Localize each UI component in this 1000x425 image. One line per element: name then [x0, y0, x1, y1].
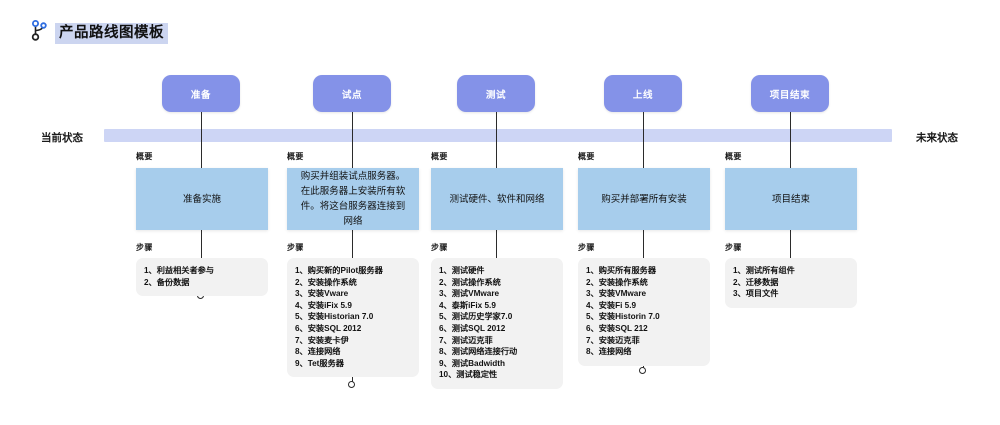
phase-card-5: 概要 项目结束 步骤 1、测试所有组件 2、迁移数据 3、项目文件	[725, 151, 857, 308]
list-item: 1、利益相关者参与	[144, 266, 215, 275]
list-item: 4、安装iFix 5.9	[295, 300, 352, 310]
list-item: 8、连接网络	[295, 347, 341, 357]
branch-icon	[27, 17, 53, 43]
list-item: 2、安装操作系统	[295, 277, 357, 287]
list-item: 1、购买新的Pilot服务器	[295, 266, 383, 275]
page-title-bar: 产品路线图模板	[27, 20, 168, 44]
phase-pill-4[interactable]: 上线	[604, 75, 682, 112]
list-item: 6、安装SQL 212	[586, 323, 648, 333]
list-item: 5、安装Historin 7.0	[586, 312, 660, 322]
steps-heading-3: 步骤	[431, 243, 448, 252]
phase-card-4: 概要 购买并部署所有安装 步骤 1、购买所有服务器 2、安装操作系统 3、安装V…	[578, 151, 710, 366]
steps-list-4: 1、购买所有服务器 2、安装操作系统 3、安装VMware 4、安装Fi 5.9…	[586, 265, 702, 358]
phase-stem-2	[351, 112, 354, 384]
list-item: 2、迁移数据	[733, 277, 779, 287]
list-item: 6、测试SQL 2012	[439, 323, 506, 333]
steps-box-5: 1、测试所有组件 2、迁移数据 3、项目文件	[725, 258, 857, 308]
list-item: 7、安装迈克菲	[586, 335, 640, 345]
list-item: 3、测试VMware	[439, 289, 500, 299]
phase-stem-4	[642, 112, 645, 370]
list-item: 10、测试稳定性	[439, 370, 498, 380]
steps-list-5: 1、测试所有组件 2、迁移数据 3、项目文件	[733, 265, 849, 300]
summary-box-5: 项目结束	[725, 168, 857, 230]
list-item: 8、测试网络连接行动	[439, 347, 518, 357]
steps-list-2: 1、购买新的Pilot服务器 2、安装操作系统 3、安装Vware 4、安装iF…	[295, 265, 411, 369]
timeline-bar	[104, 129, 892, 142]
list-item: 2、备份数据	[144, 277, 190, 287]
steps-heading-2: 步骤	[287, 243, 304, 252]
list-item: 2、测试操作系统	[439, 277, 501, 287]
list-item: 9、测试Badwidth	[439, 358, 505, 368]
list-item: 1、测试硬件	[439, 266, 485, 275]
phase-card-2: 概要 购买并组装试点服务器。在此服务器上安装所有软件。将这台服务器连接到网络 步…	[287, 151, 419, 378]
steps-heading-4: 步骤	[578, 243, 595, 252]
phase-card-1: 概要 准备实施 步骤 1、利益相关者参与 2、备份数据	[136, 151, 268, 297]
summary-heading-2: 概要	[287, 152, 304, 161]
steps-box-2: 1、购买新的Pilot服务器 2、安装操作系统 3、安装Vware 4、安装iF…	[287, 258, 419, 378]
phase-stem-3	[495, 112, 498, 382]
list-item: 4、安装Fi 5.9	[586, 300, 637, 310]
list-item: 9、Tet服务器	[295, 358, 344, 368]
summary-heading-5: 概要	[725, 152, 742, 161]
list-item: 7、安装麦卡伊	[295, 335, 349, 345]
summary-box-2: 购买并组装试点服务器。在此服务器上安装所有软件。将这台服务器连接到网络	[287, 168, 419, 230]
phase-end-dot-2	[348, 381, 355, 388]
phase-pill-3[interactable]: 测试	[457, 75, 535, 112]
current-state-label: 当前状态	[41, 132, 83, 144]
list-item: 5、测试历史学家7.0	[439, 312, 513, 322]
steps-box-3: 1、测试硬件 2、测试操作系统 3、测试VMware 4、泰斯iFix 5.9 …	[431, 258, 563, 389]
steps-box-4: 1、购买所有服务器 2、安装操作系统 3、安装VMware 4、安装Fi 5.9…	[578, 258, 710, 366]
summary-heading-3: 概要	[431, 152, 448, 161]
list-item: 3、安装VMware	[586, 289, 647, 299]
phase-card-3: 概要 测试硬件、软件和网络 步骤 1、测试硬件 2、测试操作系统 3、测试VMw…	[431, 151, 563, 389]
list-item: 7、测试迈克菲	[439, 335, 493, 345]
list-item: 4、泰斯iFix 5.9	[439, 300, 496, 310]
steps-list-3: 1、测试硬件 2、测试操作系统 3、测试VMware 4、泰斯iFix 5.9 …	[439, 265, 555, 381]
phase-pill-1[interactable]: 准备	[162, 75, 240, 112]
list-item: 8、连接网络	[586, 347, 632, 357]
list-item: 2、安装操作系统	[586, 277, 648, 287]
summary-heading-4: 概要	[578, 152, 595, 161]
list-item: 3、安装Vware	[295, 289, 349, 299]
phase-end-dot-4	[639, 367, 646, 374]
list-item: 3、项目文件	[733, 289, 779, 299]
future-state-label: 未来状态	[916, 132, 958, 144]
steps-box-1: 1、利益相关者参与 2、备份数据	[136, 258, 268, 297]
summary-box-3: 测试硬件、软件和网络	[431, 168, 563, 230]
summary-heading-1: 概要	[136, 152, 153, 161]
steps-heading-5: 步骤	[725, 243, 742, 252]
phase-pill-5[interactable]: 项目结束	[751, 75, 829, 112]
list-item: 1、测试所有组件	[733, 266, 795, 275]
steps-list-1: 1、利益相关者参与 2、备份数据	[144, 265, 260, 288]
list-item: 1、购买所有服务器	[586, 266, 657, 275]
list-item: 5、安装Historian 7.0	[295, 312, 374, 322]
steps-heading-1: 步骤	[136, 243, 153, 252]
page-title: 产品路线图模板	[55, 22, 168, 44]
summary-box-4: 购买并部署所有安装	[578, 168, 710, 230]
phase-pill-2[interactable]: 试点	[313, 75, 391, 112]
summary-box-1: 准备实施	[136, 168, 268, 230]
list-item: 6、安装SQL 2012	[295, 323, 362, 333]
